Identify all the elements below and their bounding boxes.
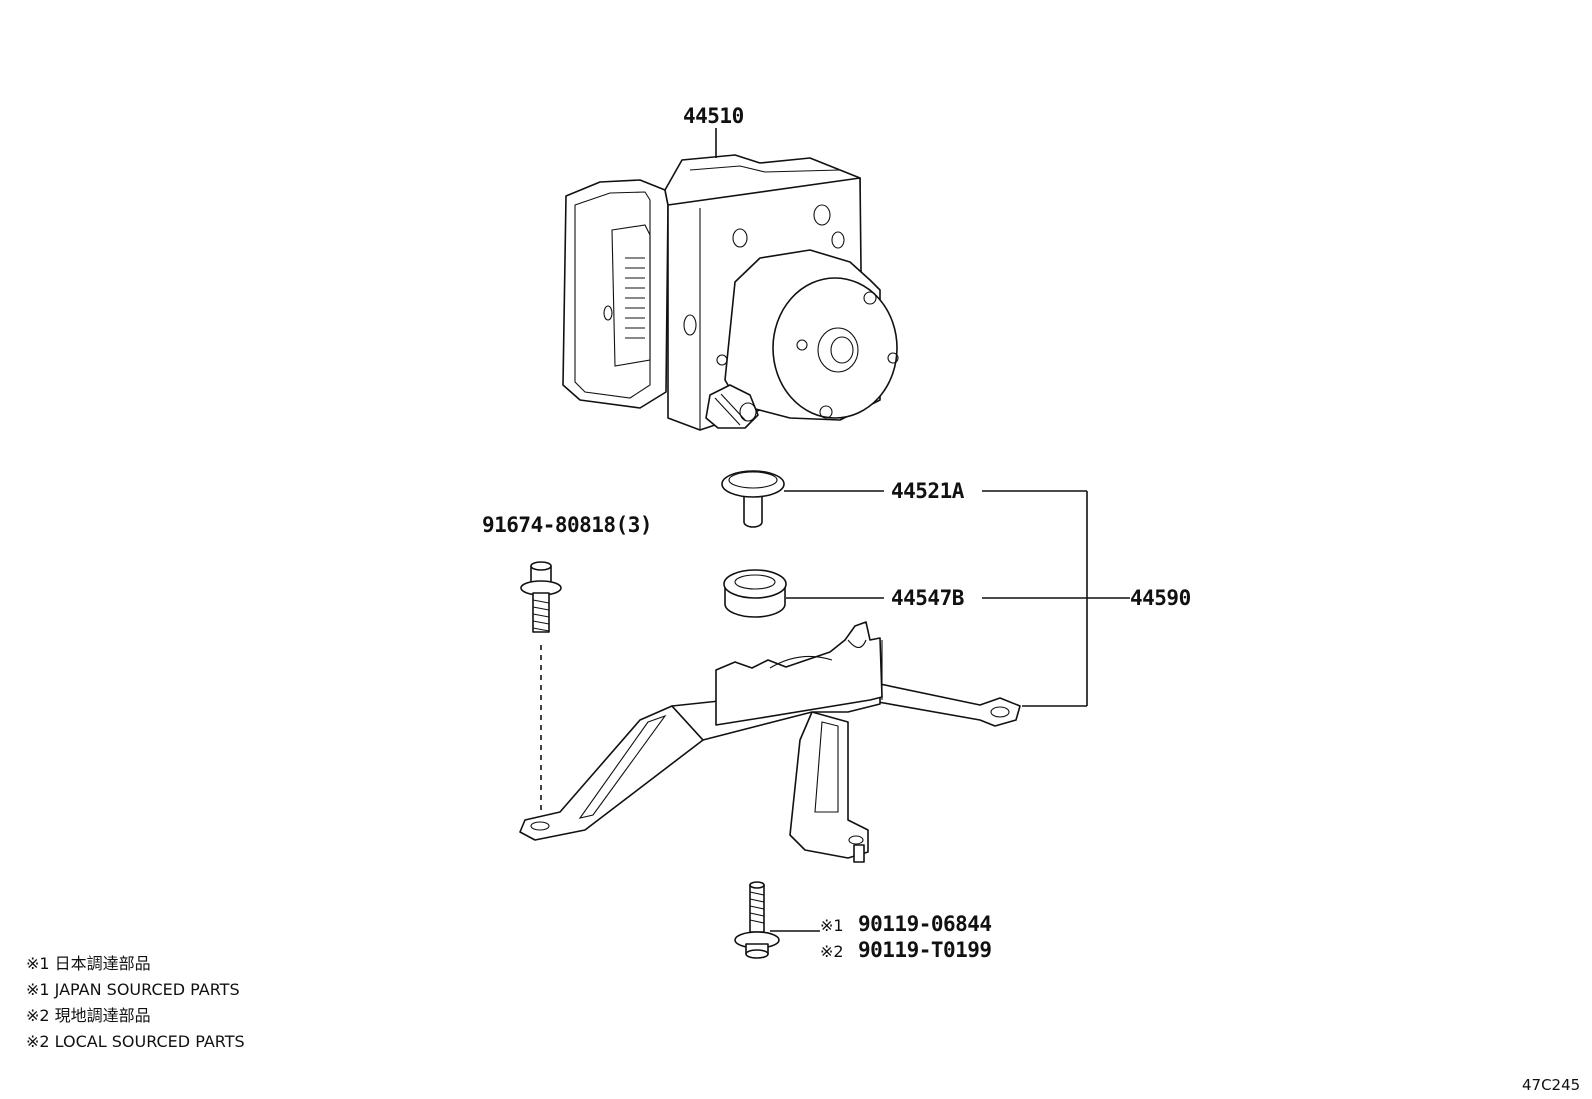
callout-91674-80818: 91674-80818(3) <box>482 513 652 537</box>
cushion-illustration[interactable] <box>723 569 787 618</box>
flange-bolt-illustration[interactable] <box>520 561 562 633</box>
figure-code: 47C245 <box>1522 1076 1580 1094</box>
callout-44521A: 44521A <box>891 479 965 503</box>
note-japan-jp: ※1 日本調達部品 <box>26 954 151 973</box>
grommet-illustration[interactable] <box>721 470 785 528</box>
bracket-illustration[interactable] <box>519 621 1021 863</box>
callout-44590: 44590 <box>1130 586 1191 610</box>
callout-90119-T0199: 90119-T0199 <box>858 938 992 962</box>
callout-44510: 44510 <box>683 104 744 128</box>
callout-44547B: 44547B <box>891 586 964 610</box>
mark-2: ※2 <box>820 942 844 961</box>
mark-1: ※1 <box>820 916 844 935</box>
note-local-jp: ※2 現地調達部品 <box>26 1006 151 1025</box>
abs-actuator-illustration[interactable] <box>562 154 899 431</box>
leader-lines <box>715 128 1130 932</box>
note-local-en: ※2 LOCAL SOURCED PARTS <box>26 1032 245 1051</box>
callout-90119-06844: 90119-06844 <box>858 912 992 936</box>
bottom-bolt-illustration[interactable] <box>734 881 780 959</box>
note-japan-en: ※1 JAPAN SOURCED PARTS <box>26 980 240 999</box>
